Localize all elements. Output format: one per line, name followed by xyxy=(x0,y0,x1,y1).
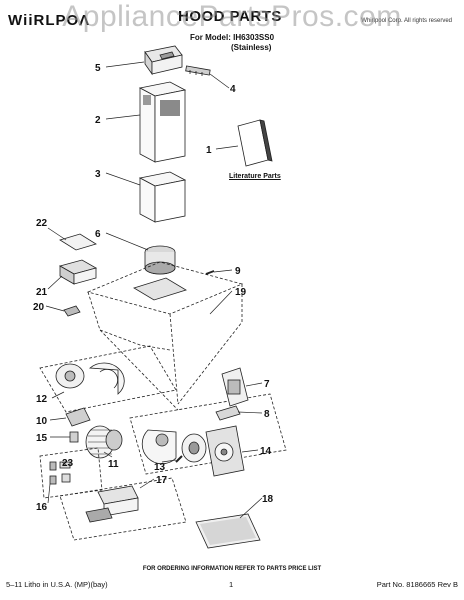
group-lighting xyxy=(59,477,187,541)
part-clip xyxy=(63,305,81,317)
group-right-blower xyxy=(129,393,287,475)
callout-21: 21 xyxy=(36,287,48,298)
part-mounting-plate xyxy=(133,277,187,301)
part-light-lens xyxy=(85,507,113,523)
part-switch xyxy=(215,405,241,421)
callout-7: 7 xyxy=(264,379,270,390)
part-literature xyxy=(237,119,273,167)
part-number: Part No. 8186665 Rev B xyxy=(376,580,458,589)
part-vent-adapter xyxy=(144,45,183,76)
part-filter-bracket xyxy=(58,259,98,285)
callout-2: 2 xyxy=(95,115,101,126)
callout-3: 3 xyxy=(95,169,101,180)
callout-15: 15 xyxy=(36,433,48,444)
litho-info: 5–11 Litho in U.S.A. (MP)(bay) xyxy=(6,580,108,589)
group-wiring xyxy=(39,447,103,499)
callout-12: 12 xyxy=(36,394,48,405)
callout-4: 4 xyxy=(230,84,236,95)
part-screw-strip xyxy=(185,65,211,76)
callout-9: 9 xyxy=(235,266,241,277)
literature-parts-label: Literature Parts xyxy=(229,173,281,180)
callout-13: 13 xyxy=(154,462,166,473)
page-title: HOOD PARTS xyxy=(178,8,282,25)
part-charcoal-filter xyxy=(59,233,97,251)
part-blower-motor xyxy=(85,425,123,459)
callout-18: 18 xyxy=(262,494,274,505)
part-motor-bracket xyxy=(65,407,91,427)
part-inlet-ring xyxy=(181,433,207,463)
part-blower-wheel-housing xyxy=(55,362,125,395)
callout-1: 1 xyxy=(206,145,212,156)
part-capacitor xyxy=(69,431,79,443)
part-control-bracket xyxy=(221,367,249,407)
copyright-notice: Whirlpool Corp. All rights reserved xyxy=(361,18,452,24)
callout-11: 11 xyxy=(108,459,119,470)
part-right-scroll xyxy=(141,429,177,465)
callout-22: 22 xyxy=(36,218,48,229)
callout-14: 14 xyxy=(260,446,272,457)
callout-17: 17 xyxy=(156,475,168,486)
part-mount-screw xyxy=(175,455,183,463)
callout-23: 23 xyxy=(62,458,74,469)
part-wire-connectors xyxy=(49,461,71,485)
finish-label: (Stainless) xyxy=(231,43,272,52)
part-grease-filter xyxy=(195,513,261,549)
callout-16: 16 xyxy=(36,502,48,513)
callout-19: 19 xyxy=(235,287,247,298)
brand-logo: WііRLPOΛ xyxy=(8,12,91,29)
callout-5: 5 xyxy=(95,63,101,74)
callout-6: 6 xyxy=(95,229,101,240)
part-screw xyxy=(205,270,215,275)
part-blower-plate xyxy=(205,425,245,477)
page-number: 1 xyxy=(229,580,234,589)
group-blower xyxy=(39,345,177,413)
ordering-note: FOR ORDERING INFORMATION REFER TO PARTS … xyxy=(142,566,322,572)
watermark: AppliancePartsPros.com xyxy=(62,0,402,33)
callout-10: 10 xyxy=(36,416,48,427)
part-upper-chimney xyxy=(138,81,187,163)
part-hood-housing xyxy=(86,261,244,411)
model-line: For Model: IH6303SS0 xyxy=(190,33,275,42)
callout-20: 20 xyxy=(33,302,45,313)
callout-8: 8 xyxy=(264,409,270,420)
part-lower-chimney xyxy=(138,171,187,223)
part-damper-collar xyxy=(144,245,176,275)
